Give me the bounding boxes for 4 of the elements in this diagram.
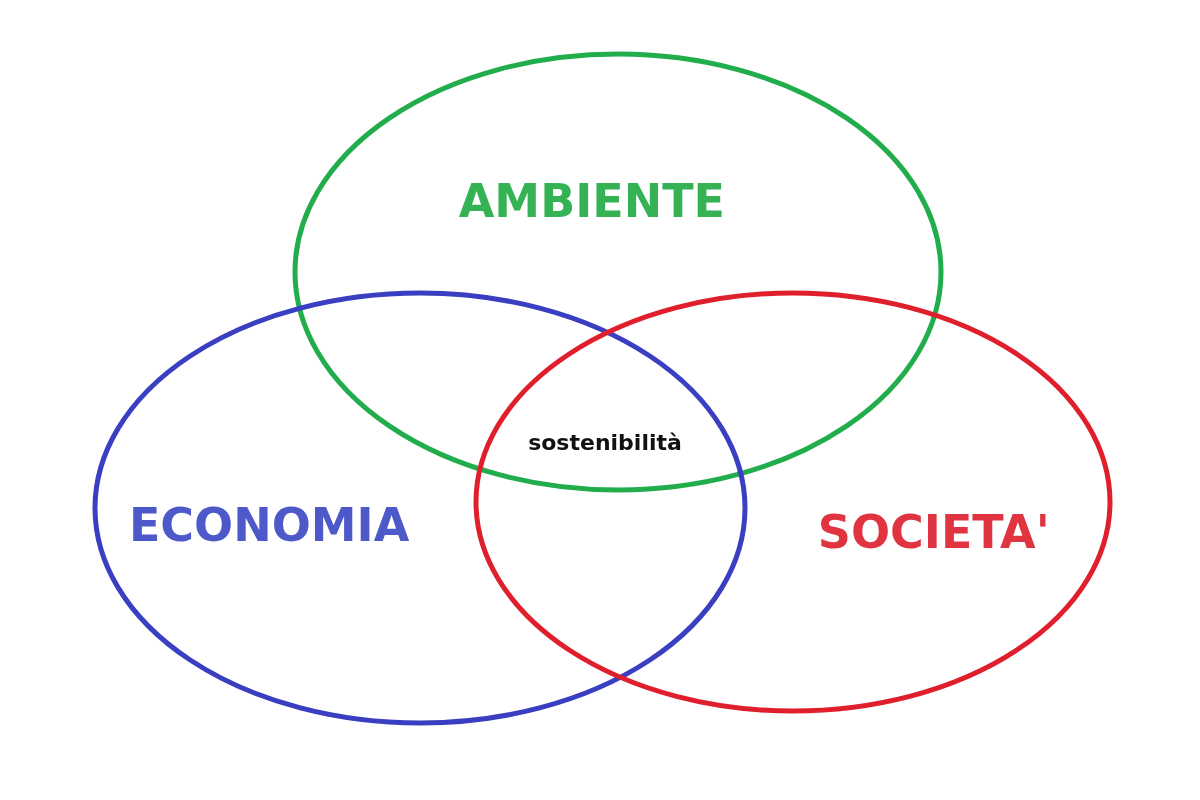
set-label: AMBIENTE [458,174,726,229]
set-label: ECONOMIA [128,498,410,553]
intersection-label: sostenibilità [528,429,682,455]
set-label: SOCIETA' [817,504,1050,559]
